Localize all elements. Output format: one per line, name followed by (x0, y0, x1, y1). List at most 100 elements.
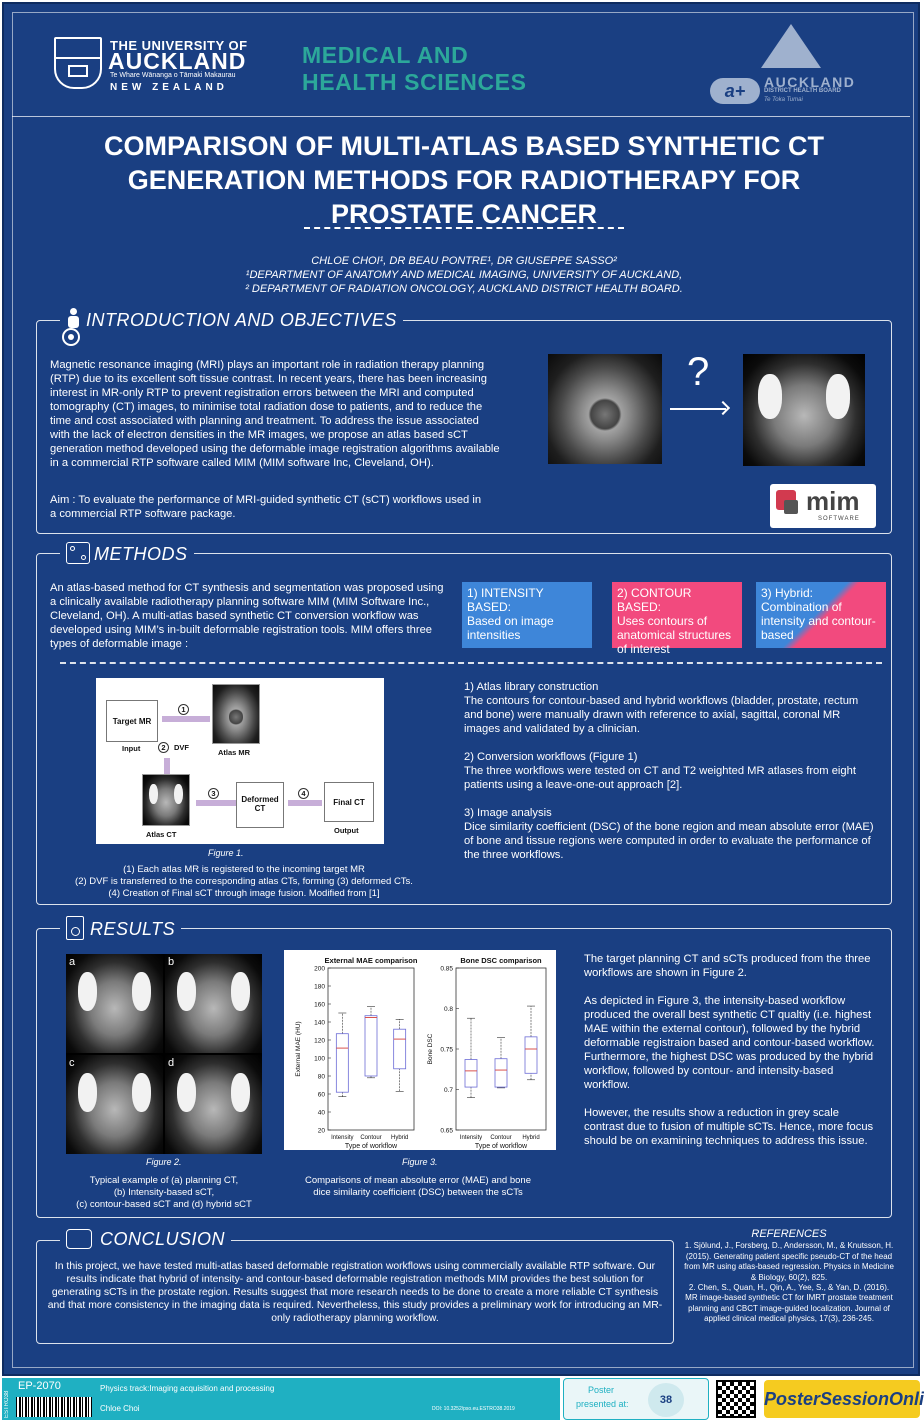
adhb-maori-name: Te Toka Tumai (764, 97, 803, 103)
x-tick-label: Hybrid (391, 1135, 408, 1141)
box (335, 1033, 349, 1093)
chart-title: External MAE comparison (325, 956, 418, 965)
x-tick-label: Contour (360, 1135, 381, 1141)
y-tick-label: 120 (314, 1038, 325, 1045)
adhb-logo-icon (761, 24, 821, 68)
adhb-name: AUCKLAND (764, 74, 856, 90)
header-divider (12, 116, 910, 117)
mim-logo-text: mim (806, 486, 860, 516)
event-code: ESTRO38 (4, 1390, 10, 1418)
uoa-maori-name: Te Whare Wānanga o Tāmaki Makaurau (110, 72, 236, 79)
presented-label: Poster (588, 1385, 615, 1395)
figure-3-label: Figure 3. (402, 1157, 438, 1167)
y-axis-label: Bone DSC (427, 1033, 434, 1064)
x-tick-label: Hybrid (522, 1135, 539, 1141)
title-line3: PROSTATE CANCER (330, 199, 597, 229)
track-info: Physics track:Imaging acquisition and pr… (96, 1378, 560, 1420)
adhb-mark: a+ (710, 78, 760, 104)
methods-steps: 1) Atlas library construction The contou… (464, 680, 874, 862)
workflow-contour-card: 2) CONTOUR BASED: Uses contours of anato… (612, 582, 742, 656)
uoa-country: NEW ZEALAND (110, 82, 228, 93)
y-axis-label: External MAE (HU) (295, 1021, 302, 1076)
title-line2: GENERATION METHODS FOR RADIOTHERAPY FOR (127, 165, 801, 195)
arrow-2 (164, 758, 170, 776)
panel-c-label: c (69, 1057, 75, 1069)
plot-frame (327, 967, 415, 1131)
atlas-ct-image (142, 774, 190, 826)
barcode (16, 1397, 92, 1417)
faculty-line1: MEDICAL AND (302, 42, 469, 68)
intro-heading-text: INTRODUCTION AND OBJECTIVES (86, 310, 397, 330)
references-heading: REFERENCES (751, 1228, 827, 1240)
clipboard-check-icon (66, 916, 84, 940)
deformed-ct-box: Deformed CT (236, 782, 284, 828)
title-line1: COMPARISON OF MULTI-ATLAS BASED SYNTHETI… (104, 131, 824, 161)
target-mr-box: Target MR (106, 700, 158, 742)
workflow-desc: Based on image intensities (467, 614, 554, 642)
y-tick-label: 160 (314, 1002, 325, 1009)
conclusion-heading-text: CONCLUSION (100, 1229, 226, 1249)
panel-a-image (66, 954, 163, 1053)
output-label: Output (334, 826, 359, 835)
y-tick-label: 0.7 (444, 1087, 453, 1094)
figure-3-caption-line2: dice similarity coefficient (DSC) betwee… (313, 1187, 523, 1198)
workflow-title: 3) Hybrid: (761, 586, 814, 600)
adhb-subtitle: DISTRICT HEALTH BOARD (764, 88, 841, 94)
sct-image (743, 354, 865, 466)
results-section (36, 928, 892, 1218)
intro-section (36, 320, 892, 534)
affiliation-1: ¹DEPARTMENT OF ANATOMY AND MEDICAL IMAGI… (245, 269, 683, 281)
atlas-ct-label: Atlas CT (146, 830, 177, 839)
y-tick-label: 100 (314, 1056, 325, 1063)
step-2-text: The three workflows were tested on CT an… (464, 765, 856, 791)
speech-bubble-icon (66, 1229, 92, 1249)
results-text-3: Furthermore, the highest DSC was produce… (584, 1051, 874, 1091)
conclusion-body: In this project, we have tested multi-at… (47, 1261, 663, 1324)
step-3-text: Dice similarity coefficient (DSC) of the… (464, 821, 874, 861)
figure-2-caption: Typical example of (a) planning CT, (b) … (56, 1175, 272, 1211)
figure-1-label: Figure 1. (208, 848, 244, 858)
y-tick-label: 0.75 (440, 1047, 453, 1054)
x-tick-label: Contour (490, 1135, 511, 1141)
presented-label-2: presented at: (576, 1399, 629, 1409)
poster-title: COMPARISON OF MULTI-ATLAS BASED SYNTHETI… (44, 129, 884, 231)
panel-a-label: a (69, 956, 76, 968)
x-tick-label: Intensity (460, 1135, 482, 1141)
figure-2-caption-line3: (c) contour-based sCT and (d) hybrid sCT (76, 1199, 252, 1210)
y-tick-label: 0.65 (440, 1128, 453, 1135)
track-name: Physics track:Imaging acquisition and pr… (100, 1384, 275, 1393)
author-names: CHLOE CHOI¹, DR BEAU PONTRE¹, DR GIUSEPP… (311, 255, 617, 267)
results-heading-text: RESULTS (90, 919, 176, 939)
results-text-4: However, the results show a reduction in… (584, 1107, 874, 1147)
workflow-title: 1) INTENSITY BASED: (467, 586, 544, 614)
figure-3-caption: Comparisons of mean absolute error (MAE)… (280, 1175, 556, 1199)
poster-session-online-logo[interactable]: PosterSessionOnline (764, 1380, 924, 1418)
step-3-title: 3) Image analysis (464, 807, 552, 819)
methods-body: An atlas-based method for CT synthesis a… (50, 582, 444, 650)
panel-b-label: b (168, 956, 175, 968)
step-4-marker: 4 (298, 788, 309, 799)
box (364, 1015, 378, 1077)
final-ct-box: Final CT (324, 782, 374, 822)
box (524, 1036, 538, 1074)
conclusion-heading: CONCLUSION (60, 1229, 232, 1250)
uoa-name-line2: AUCKLAND (108, 48, 247, 74)
y-tick-label: 0.85 (440, 966, 453, 973)
workflow-diagram-icon (66, 542, 90, 564)
faculty-name: MEDICAL AND HEALTH SCIENCES (302, 42, 562, 96)
y-tick-label: 80 (318, 1074, 326, 1081)
qr-code[interactable] (716, 1380, 756, 1418)
figure-2-ct-panels: a b c d (66, 954, 262, 1154)
mim-logo-sub: SOFTWARE (818, 516, 860, 522)
reference-2: 2. Chen, S., Quan, H., Qin, A., Yee, S.,… (685, 1283, 893, 1324)
figure-1-caption-line3: (4) Creation of Final sCT through image … (108, 888, 380, 899)
arrow-3 (196, 800, 236, 806)
workflow-desc: Combination of intensity and contour-bas… (761, 600, 876, 642)
y-tick-label: 0.8 (444, 1006, 453, 1013)
methods-section (36, 553, 892, 905)
y-tick-label: 200 (314, 966, 325, 973)
mri-image (548, 354, 662, 464)
step-1-title: 1) Atlas library construction (464, 681, 599, 693)
box (494, 1058, 508, 1088)
